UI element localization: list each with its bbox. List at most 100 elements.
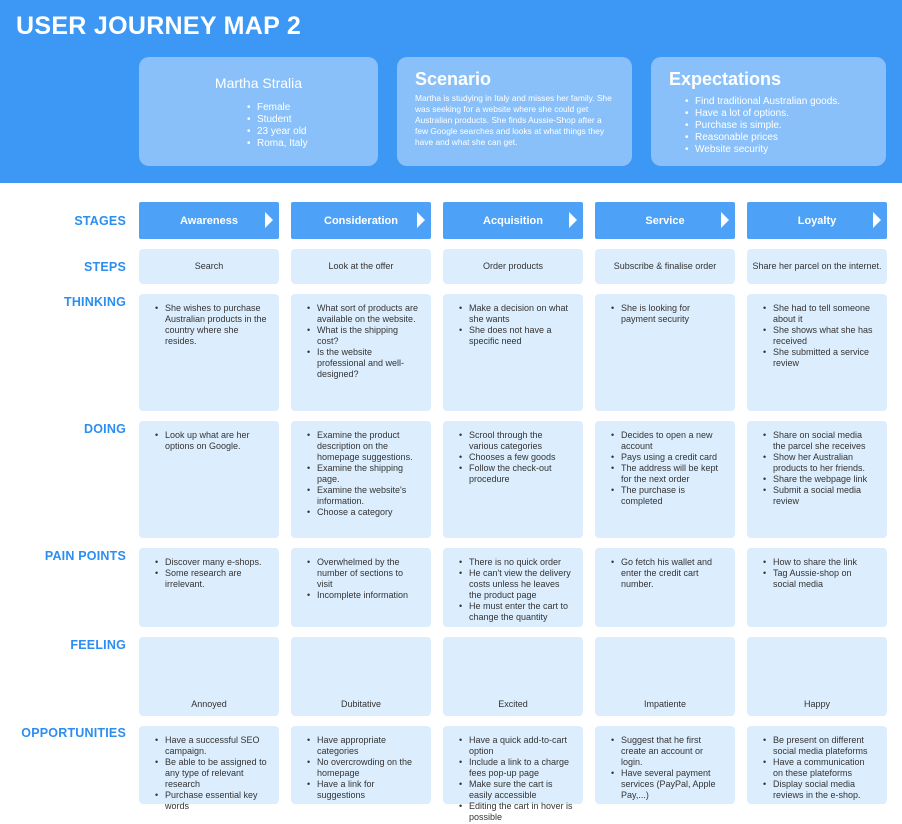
pain-points-item: He can't view the delivery costs unless … bbox=[459, 568, 573, 601]
expectation-item: Reasonable prices bbox=[685, 132, 868, 144]
opportunities-item: Editing the cart in hover is possible bbox=[459, 801, 573, 823]
doing-item: Scrool through the various categories bbox=[459, 430, 573, 452]
doing-item: Follow the check-out procedure bbox=[459, 463, 573, 485]
steps-cell-consideration: Look at the offer bbox=[291, 249, 431, 284]
persona-attribute: Student bbox=[247, 114, 378, 126]
row-label-feeling: FEELING bbox=[70, 638, 126, 652]
row-label-doing: DOING bbox=[84, 422, 126, 436]
opportunities-cell-awareness: Have a successful SEO campaign.Be able t… bbox=[139, 726, 279, 811]
pain-points-cell-awareness: Discover many e-shops.Some research are … bbox=[139, 548, 279, 627]
doing-item: Look up what are her options on Google. bbox=[155, 430, 269, 452]
feeling-cell-consideration: Dubitative bbox=[291, 637, 431, 716]
pain-points-list: There is no quick orderHe can't view the… bbox=[459, 557, 573, 623]
expectations-list: Find traditional Australian goods. Have … bbox=[685, 96, 868, 156]
opportunities-item: Have several payment services (PayPal, A… bbox=[611, 768, 725, 801]
thinking-list: She is looking for payment security bbox=[611, 303, 725, 325]
opportunities-list: Have a successful SEO campaign.Be able t… bbox=[155, 735, 269, 812]
opportunities-item: Have appropriate categories bbox=[307, 735, 421, 757]
doing-item: Decides to open a new account bbox=[611, 430, 725, 452]
row-label-stages: STAGES bbox=[74, 214, 126, 228]
persona-attribute: Roma, Italy bbox=[247, 138, 378, 150]
doing-list: Scrool through the various categoriesCho… bbox=[459, 430, 573, 485]
feeling-text: Dubitative bbox=[340, 699, 382, 709]
doing-cell-consideration: Examine the product description on the h… bbox=[291, 421, 431, 538]
stage-acquisition: Acquisition bbox=[443, 202, 583, 239]
opportunities-item: Have a successful SEO campaign. bbox=[155, 735, 269, 757]
feeling-text: Impatiente bbox=[643, 699, 687, 709]
expectation-item: Find traditional Australian goods. bbox=[685, 96, 868, 108]
opportunities-cell-consideration: Have appropriate categoriesNo overcrowdi… bbox=[291, 726, 431, 804]
pain-points-item: Discover many e-shops. bbox=[155, 557, 269, 568]
pain-points-item: Tag Aussie-shop on social media bbox=[763, 568, 877, 590]
persona-attributes: Female Student 23 year old Roma, Italy bbox=[247, 102, 378, 150]
thinking-list: What sort of products are available on t… bbox=[307, 303, 421, 380]
row-label-steps: STEPS bbox=[84, 260, 126, 274]
doing-item: The purchase is completed bbox=[611, 485, 725, 507]
pain-points-item: There is no quick order bbox=[459, 557, 573, 568]
stage-label: Service bbox=[645, 214, 685, 227]
chevron-right-icon bbox=[873, 212, 881, 228]
doing-list: Look up what are her options on Google. bbox=[155, 430, 269, 452]
chevron-right-icon bbox=[265, 212, 273, 228]
pain-points-item: He must enter the cart to change the qua… bbox=[459, 601, 573, 623]
stage-loyalty: Loyalty bbox=[747, 202, 887, 239]
expectations-title: Expectations bbox=[669, 69, 782, 89]
stage-service: Service bbox=[595, 202, 735, 239]
doing-cell-service: Decides to open a new accountPays using … bbox=[595, 421, 735, 538]
opportunities-list: Have appropriate categoriesNo overcrowdi… bbox=[307, 735, 421, 801]
thinking-item: She had to tell someone about it bbox=[763, 303, 877, 325]
thinking-item: She is looking for payment security bbox=[611, 303, 725, 325]
opportunities-item: Have a link for suggestions bbox=[307, 779, 421, 801]
thinking-cell-awareness: She wishes to purchase Australian produc… bbox=[139, 294, 279, 411]
thinking-item: She wishes to purchase Australian produc… bbox=[155, 303, 269, 347]
thinking-cell-acquisition: Make a decision on what she wantsShe doe… bbox=[443, 294, 583, 411]
thinking-cell-service: She is looking for payment security bbox=[595, 294, 735, 411]
thinking-item: She submitted a service review bbox=[763, 347, 877, 369]
pain-points-item: Go fetch his wallet and enter the credit… bbox=[611, 557, 725, 590]
pain-points-item: Some research are irrelevant. bbox=[155, 568, 269, 590]
opportunities-item: Suggest that he first create an account … bbox=[611, 735, 725, 768]
opportunities-item: Make sure the cart is easily accessible bbox=[459, 779, 573, 801]
pain-points-list: Overwhelmed by the number of sections to… bbox=[307, 557, 421, 601]
doing-item: Submit a social media review bbox=[763, 485, 877, 507]
persona-name: Martha Stralia bbox=[214, 75, 303, 91]
doing-item: Share on social media the parcel she rec… bbox=[763, 430, 877, 452]
stage-awareness: Awareness bbox=[139, 202, 279, 239]
opportunities-cell-acquisition: Have a quick add-to-cart optionInclude a… bbox=[443, 726, 583, 822]
thinking-item: Make a decision on what she wants bbox=[459, 303, 573, 325]
expectations-card: Expectations Find traditional Australian… bbox=[651, 57, 886, 166]
steps-cell-awareness: Search bbox=[139, 249, 279, 284]
opportunities-item: Be able to be assigned to any type of re… bbox=[155, 757, 269, 790]
pain-points-cell-service: Go fetch his wallet and enter the credit… bbox=[595, 548, 735, 627]
opportunities-list: Suggest that he first create an account … bbox=[611, 735, 725, 801]
doing-item: The address will be kept for the next or… bbox=[611, 463, 725, 485]
thinking-item: She shows what she has received bbox=[763, 325, 877, 347]
steps-text: Share her parcel on the internet. bbox=[752, 261, 882, 271]
feeling-text: Excited bbox=[498, 699, 528, 709]
row-label-thinking: THINKING bbox=[63, 295, 126, 309]
doing-item: Share the webpage link bbox=[763, 474, 877, 485]
steps-text: Search bbox=[194, 261, 224, 271]
opportunities-cell-service: Suggest that he first create an account … bbox=[595, 726, 735, 804]
feeling-cell-acquisition: Excited bbox=[443, 637, 583, 716]
steps-text: Order products bbox=[482, 261, 544, 271]
feeling-text: Happy bbox=[803, 699, 830, 709]
doing-item: Pays using a credit card bbox=[611, 452, 725, 463]
doing-item: Choose a category bbox=[307, 507, 421, 518]
expectation-item: Website security bbox=[685, 144, 868, 156]
scenario-text: Martha is studying in Italy and misses h… bbox=[415, 93, 612, 147]
opportunities-list: Be present on different social media pla… bbox=[763, 735, 877, 801]
opportunities-item: Display social media reviews in the e-sh… bbox=[763, 779, 877, 801]
persona-attribute: 23 year old bbox=[247, 126, 378, 138]
chevron-right-icon bbox=[721, 212, 729, 228]
opportunities-item: No overcrowding on the homepage bbox=[307, 757, 421, 779]
scenario-title: Scenario bbox=[415, 69, 492, 89]
feeling-cell-service: Impatiente bbox=[595, 637, 735, 716]
row-label-opportunities: OPPORTUNITIES bbox=[21, 726, 126, 740]
pain-points-list: How to share the linkTag Aussie-shop on … bbox=[763, 557, 877, 590]
doing-list: Examine the product description on the h… bbox=[307, 430, 421, 518]
doing-cell-acquisition: Scrool through the various categoriesCho… bbox=[443, 421, 583, 538]
stage-label: Consideration bbox=[324, 214, 398, 227]
doing-item: Examine the product description on the h… bbox=[307, 430, 421, 463]
opportunities-cell-loyalty: Be present on different social media pla… bbox=[747, 726, 887, 804]
